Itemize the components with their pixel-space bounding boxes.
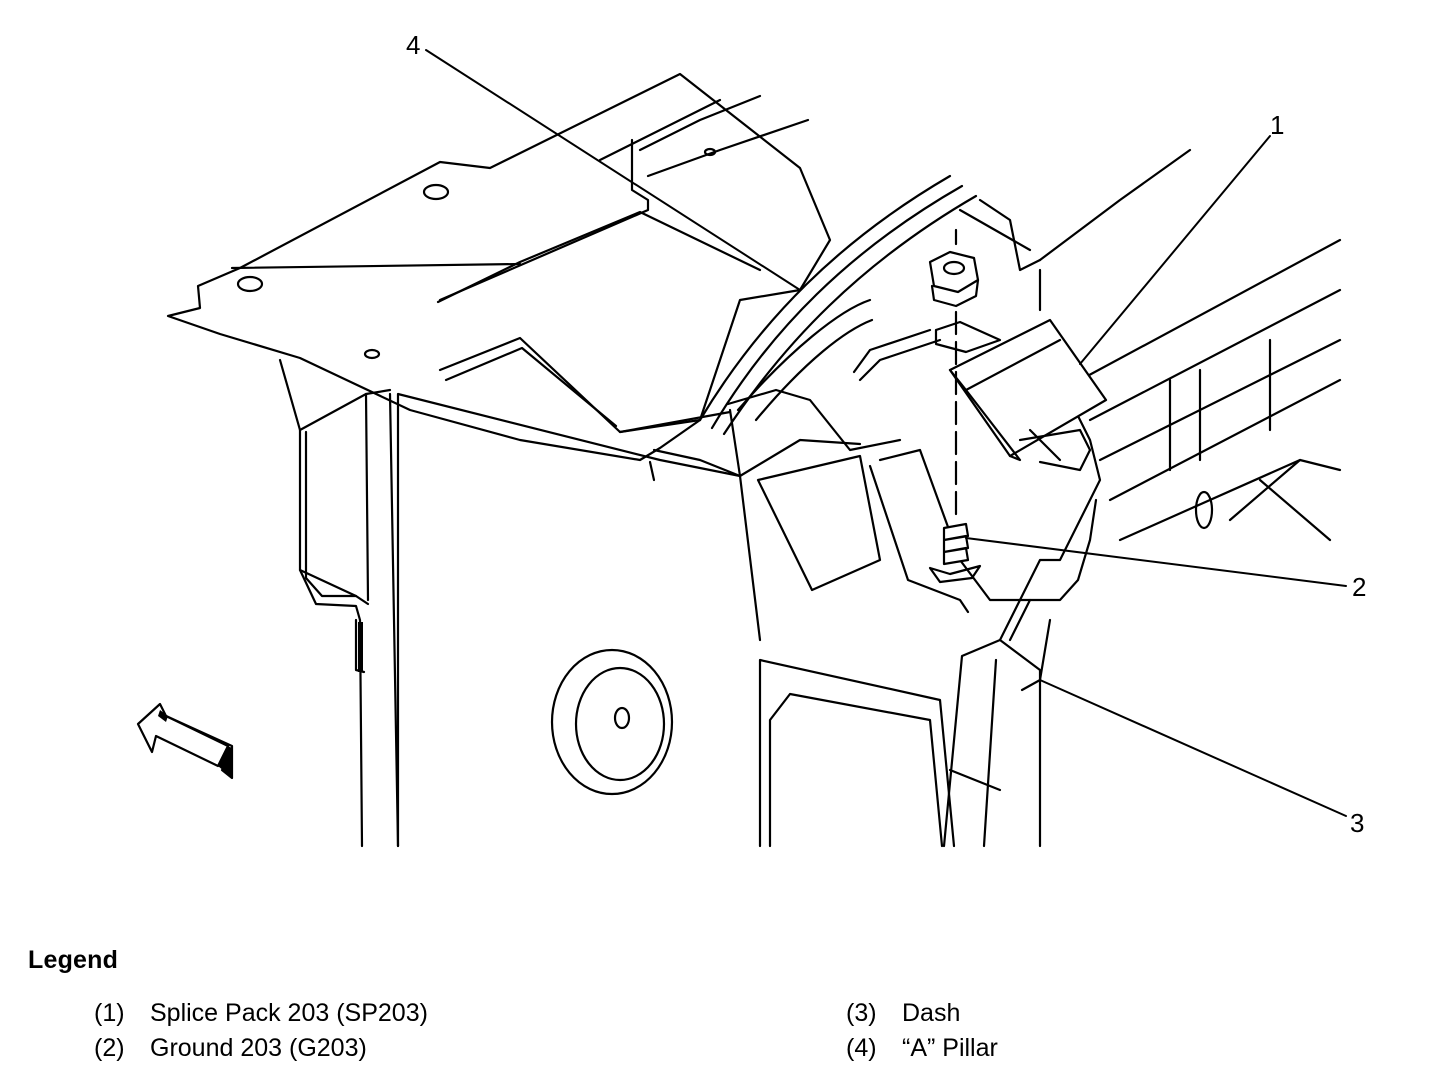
legend-item-number: (4) bbox=[846, 1034, 877, 1062]
legend-item-number: (2) bbox=[94, 1034, 125, 1062]
leader-line-4 bbox=[425, 49, 801, 291]
legend-item-number: (3) bbox=[846, 999, 877, 1027]
callout-4: 4 bbox=[406, 30, 420, 60]
forward-arrow-icon bbox=[136, 702, 234, 780]
leader-line-3 bbox=[1039, 679, 1347, 817]
left-wall bbox=[278, 358, 400, 848]
leader-line-2 bbox=[965, 537, 1347, 587]
leader-lines bbox=[425, 49, 1347, 817]
legend-item: (1) Splice Pack 203 (SP203) bbox=[94, 999, 428, 1028]
legend-item-label: Splice Pack 203 (SP203) bbox=[150, 999, 428, 1027]
legend-item: (2) Ground 203 (G203) bbox=[94, 1034, 367, 1063]
splice-pack-component bbox=[852, 318, 1108, 472]
legend-item-label: Ground 203 (G203) bbox=[150, 1034, 367, 1062]
lower-dash-panel bbox=[396, 392, 956, 848]
legend-item: (4) “A” Pillar bbox=[846, 1034, 998, 1063]
leader-line-1 bbox=[1079, 135, 1271, 365]
callout-2: 2 bbox=[1352, 572, 1366, 602]
legend-item: (3) Dash bbox=[846, 999, 960, 1028]
legend-title: Legend bbox=[28, 946, 119, 974]
ground-fastener bbox=[928, 228, 982, 584]
legend-item-label: “A” Pillar bbox=[902, 1034, 998, 1062]
callout-1: 1 bbox=[1270, 110, 1284, 140]
cowl-panel bbox=[166, 72, 832, 462]
legend-item-label: Dash bbox=[902, 999, 961, 1027]
legend-item-number: (1) bbox=[94, 999, 125, 1027]
callout-3: 3 bbox=[1350, 808, 1364, 838]
component-location-diagram: 1 2 3 4 bbox=[136, 30, 1366, 848]
a-pillar-structure bbox=[868, 148, 1342, 848]
